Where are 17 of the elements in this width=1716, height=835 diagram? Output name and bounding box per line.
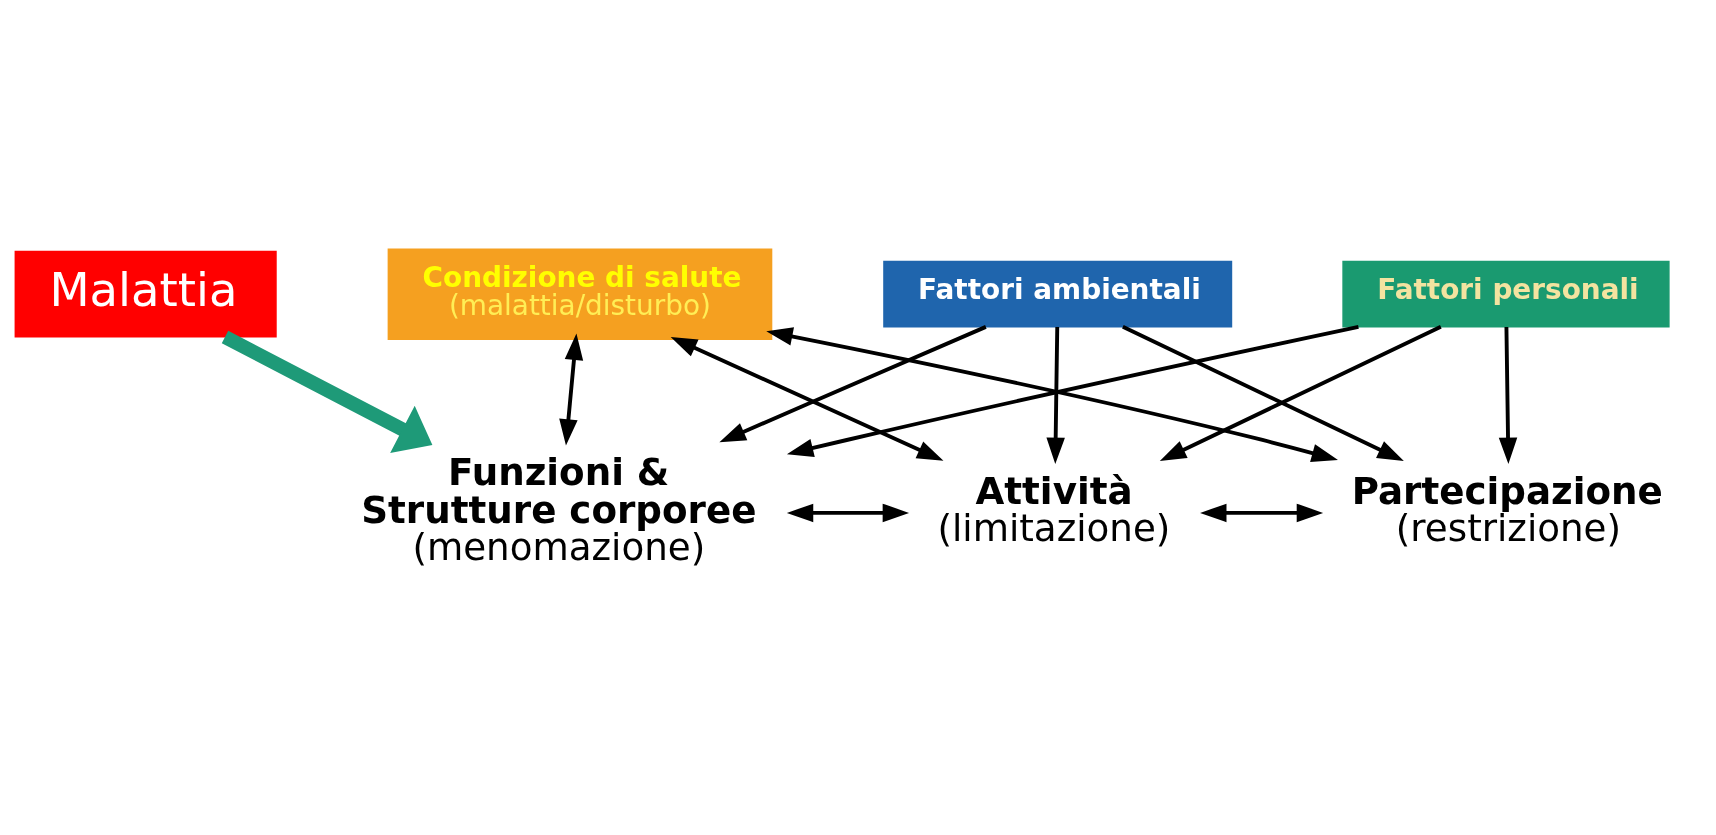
node-box: Malattia [14,250,277,338]
node-box: Condizione di salute (malattia/disturbo) [387,248,773,340]
node-text: Partecipazione (restrizione) [1351,468,1663,551]
node-text: Attività (limitazione) [937,468,1171,551]
arrow [221,330,433,453]
arrow [786,503,910,523]
arrow [1046,327,1065,465]
arrow [1122,325,1404,462]
arrow [1200,503,1324,523]
arrow [719,325,987,443]
node-box: Fattori ambientali [883,260,1233,328]
arrow [1498,327,1518,465]
arrow [559,333,584,446]
arrow [1159,325,1442,462]
arrow [670,336,944,461]
node-text: Funzioni & Strutture corporee (menomazione) [361,450,757,569]
node-box: Fattori personali [1342,260,1670,328]
